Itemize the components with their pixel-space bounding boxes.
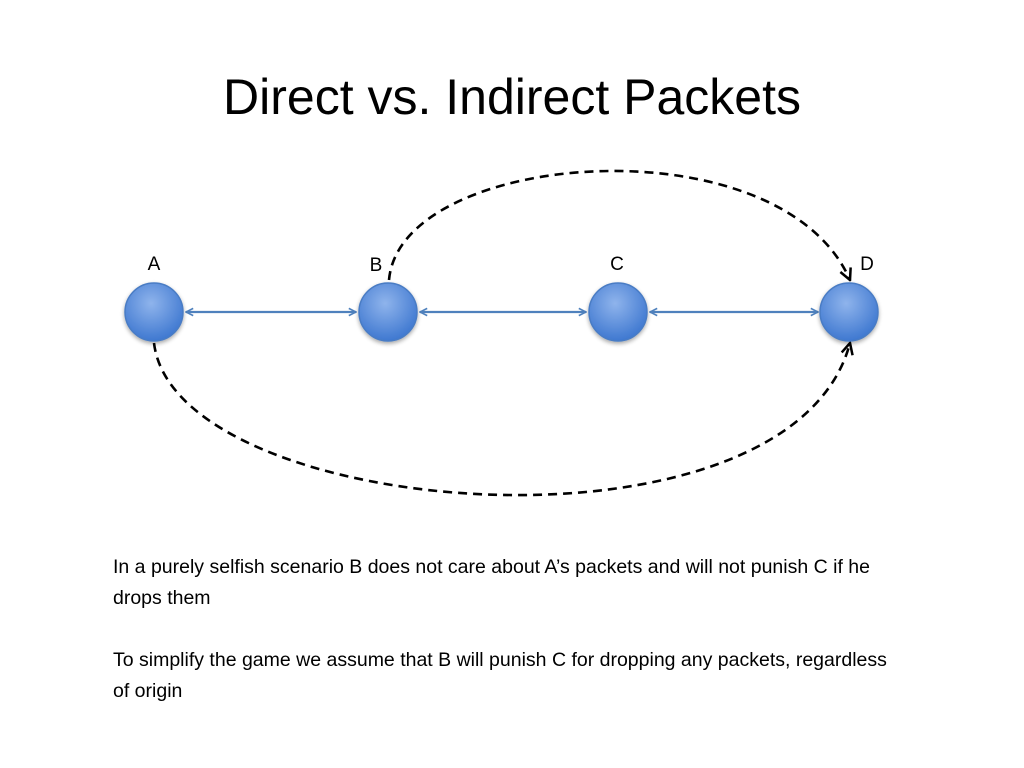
caption-selfish-scenario: In a purely selfish scenario B does not …: [113, 556, 870, 609]
dashed-path-b-to-d: [387, 169, 850, 280]
node-label-d: D: [860, 254, 874, 275]
node-label-c: C: [610, 254, 624, 275]
node-label-b: B: [370, 255, 383, 276]
node-b: [358, 282, 418, 342]
node-d: [819, 282, 879, 342]
node-label-a: A: [148, 254, 161, 275]
dashed-path-a-to-d: [152, 343, 850, 497]
node-a: [124, 282, 184, 342]
caption-simplifying-assumption: To simplify the game we assume that B wi…: [113, 649, 887, 702]
node-c: [588, 282, 648, 342]
slide-title: Direct vs. Indirect Packets: [223, 69, 801, 125]
